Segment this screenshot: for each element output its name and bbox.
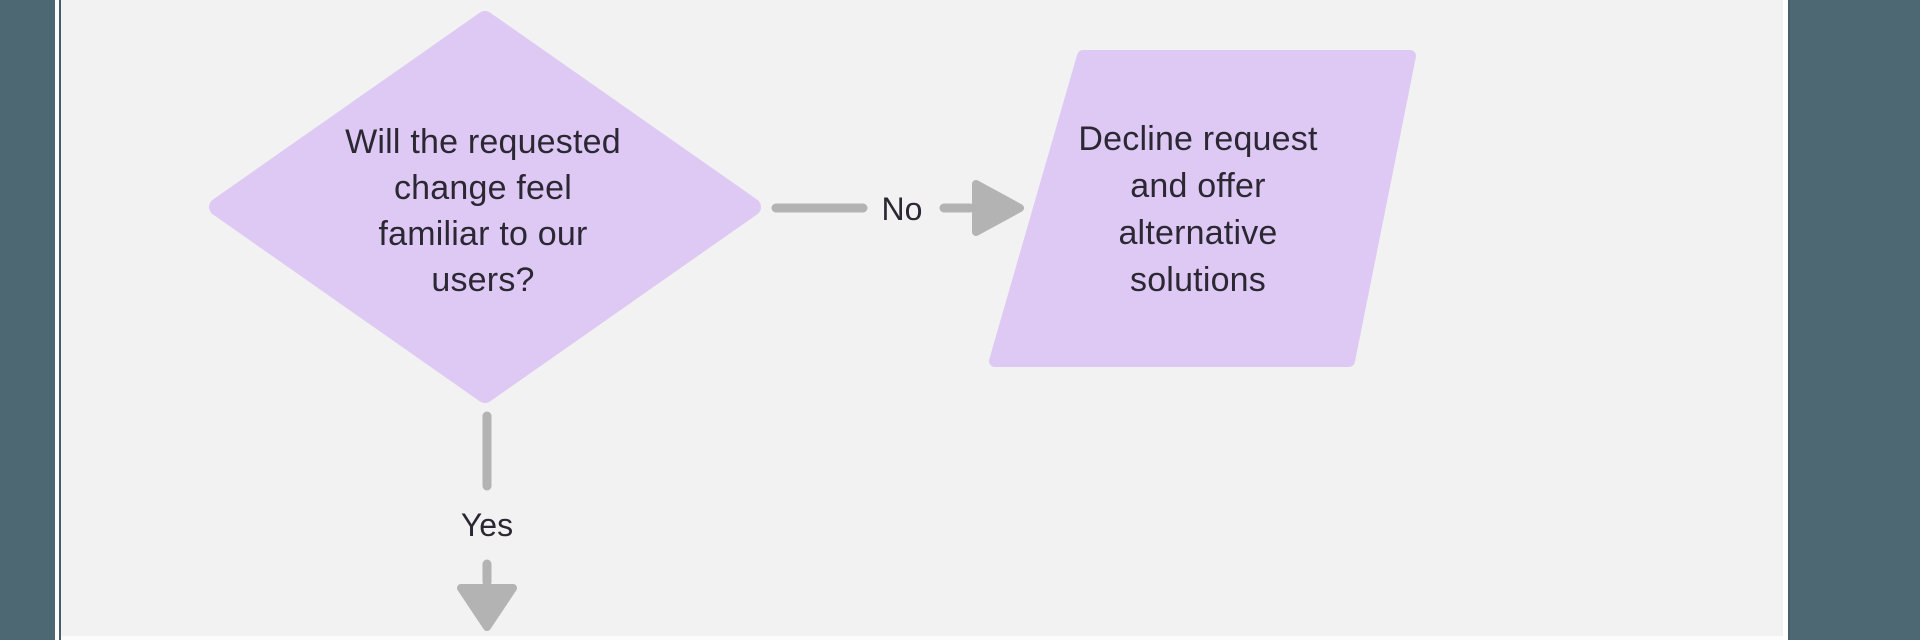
yes-connector-arrowhead-icon[interactable] <box>457 584 517 631</box>
output-node-label-line: and offer <box>1130 167 1266 205</box>
output-node-label[interactable]: Decline request and offer alternative so… <box>1038 116 1358 304</box>
output-node-label-line: solutions <box>1130 261 1266 299</box>
canvas-bottom-edge <box>61 636 1783 640</box>
output-node-shape[interactable] <box>989 50 1416 367</box>
left-side-panel <box>0 0 55 640</box>
output-node-label-line: Decline request <box>1078 120 1318 158</box>
decision-node-label-line: change feel <box>393 169 572 207</box>
decision-node-label-line: users? <box>431 261 535 299</box>
no-connector-arrowhead-icon[interactable] <box>972 180 1024 236</box>
right-canvas-border <box>1788 0 1790 640</box>
output-node-label-line: alternative <box>1118 214 1278 252</box>
decision-node-label[interactable]: Will the requested change feel familiar … <box>333 119 633 303</box>
no-edge-label[interactable]: No <box>881 190 923 227</box>
left-canvas-border <box>59 0 61 640</box>
yes-edge-label[interactable]: Yes <box>460 506 514 543</box>
right-side-panel <box>1790 0 1920 640</box>
decision-node-shape[interactable] <box>209 11 761 403</box>
decision-node-label-line: familiar to our <box>378 215 588 253</box>
decision-node-label-line: Will the requested <box>345 123 621 161</box>
